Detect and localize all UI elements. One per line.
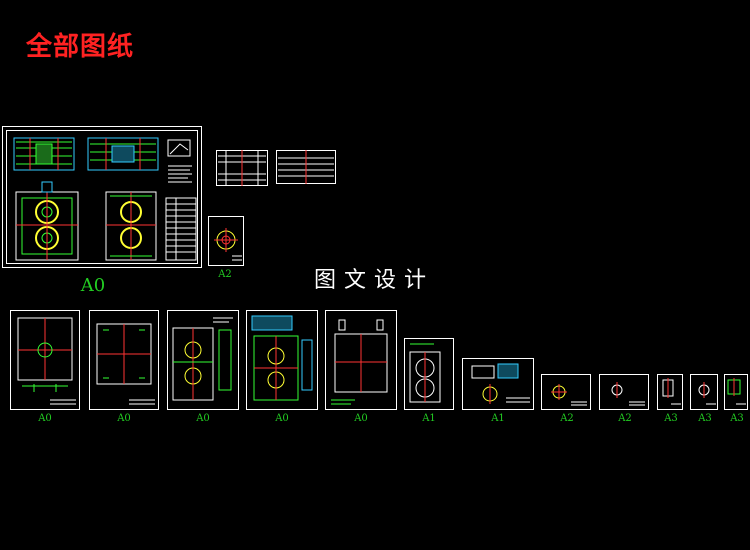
drawing-caption: 图文设计 [314,268,435,293]
page-title: 全部图纸 [26,32,135,62]
drawing-sheet-row-4[interactable] [246,310,318,410]
drawing-sheet-row-6[interactable] [404,338,454,410]
drawing-sheet-row-10[interactable] [657,374,683,410]
sheet-label-main-assembly: A0 [80,275,106,296]
drawing-sheet-row-5[interactable] [325,310,397,410]
parts-list-table [165,197,197,261]
sheet-label-row-8: A2 [560,413,574,424]
drawing-sheet-row-8[interactable] [541,374,591,410]
technical-notes [168,165,192,183]
sheet-label-row-11: A3 [698,413,712,424]
plan-view-right [105,191,157,261]
drawing-sheet-row-11[interactable] [690,374,718,410]
sheet-label-row-5: A0 [354,413,368,424]
drawing-sheet-small-part[interactable] [208,216,244,266]
sheet-label-small-part: A2 [218,269,232,280]
sheet-label-row-12: A3 [730,413,744,424]
drawing-sheet-section-strip-2[interactable] [276,150,336,184]
drawing-sheet-row-1[interactable] [10,310,80,410]
sheet-label-row-4: A0 [275,413,289,424]
drawing-sheet-row-9[interactable] [599,374,649,410]
sheet-label-row-2: A0 [117,413,131,424]
drawing-sheet-main-assembly[interactable] [2,126,202,268]
sheet-label-row-10: A3 [664,413,678,424]
sheet-label-row-6: A1 [422,413,436,424]
drawing-sheet-row-3[interactable] [167,310,239,410]
section-view-right [87,137,159,171]
sheet-label-row-9: A2 [618,413,632,424]
drawing-sheet-row-2[interactable] [89,310,159,410]
sheet-label-row-3: A0 [196,413,210,424]
iso-detail [167,139,191,157]
section-view-left [13,137,75,171]
plan-view-left [15,181,79,261]
drawing-sheet-section-strip-1[interactable] [216,150,268,186]
drawing-sheet-row-7[interactable] [462,358,534,410]
sheet-label-row-7: A1 [491,413,505,424]
drawing-sheet-row-12[interactable] [724,374,748,410]
sheet-label-row-1: A0 [38,413,52,424]
